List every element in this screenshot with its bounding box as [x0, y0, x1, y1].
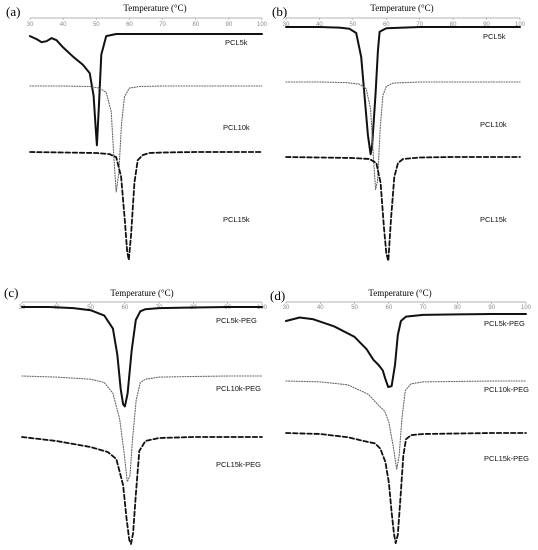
series-line-pcl5k — [285, 26, 521, 156]
curves-c — [21, 306, 263, 545]
x-tick-label: 30 — [283, 305, 290, 311]
series-label-pcl5k: PCL5k — [225, 38, 248, 47]
series-label-pcl5k-peg: PCL5k-PEG — [216, 316, 257, 325]
x-tick-label: 70 — [159, 22, 166, 28]
x-axis-title-d: Temperature (°C) — [368, 288, 431, 298]
series-label-pcl10k-peg: PCL10k-PEG — [484, 385, 529, 394]
x-tick-label: 90 — [224, 305, 231, 311]
x-tick-label: 60 — [386, 305, 393, 311]
series-label-pcl15k-peg: PCL15k-PEG — [216, 460, 261, 469]
x-tick-label: 100 — [257, 305, 268, 311]
x-axis-title-b: Temperature (°C) — [370, 3, 433, 13]
x-tick-label: 80 — [450, 22, 457, 28]
curves-a — [29, 33, 263, 261]
series-line-pcl15k-peg — [21, 436, 263, 545]
x-tick-label: 30 — [283, 22, 290, 28]
x-ticks-b: 30 40 50 60 70 80 90 100 — [283, 18, 526, 28]
x-axis-title-a: Temperature (°C) — [123, 3, 186, 13]
x-tick-label: 60 — [122, 305, 129, 311]
x-tick-label: 90 — [226, 22, 233, 28]
series-line-pcl5k — [29, 33, 263, 147]
series-line-pcl15k-peg — [285, 432, 527, 545]
series-line-pcl10k — [285, 81, 521, 191]
x-tick-label: 30 — [27, 22, 34, 28]
series-label-pcl15k: PCL15k — [223, 215, 250, 224]
series-label-pcl10k: PCL10k — [223, 123, 250, 132]
series-label-pcl10k: PCL10k — [480, 120, 507, 129]
series-line-pcl15k — [285, 156, 521, 262]
x-tick-label: 50 — [351, 305, 358, 311]
panel-tag-a: (a) — [6, 4, 20, 19]
series-label-pcl10k-peg: PCL10k-PEG — [216, 384, 261, 393]
series-line-pcl10k-peg — [285, 380, 527, 470]
curves-b — [285, 26, 521, 262]
series-label-pcl5k-peg: PCL5k-PEG — [484, 319, 525, 328]
x-ticks-a: 30 40 50 60 70 80 90 100 — [27, 18, 268, 28]
series-line-pcl5k-peg — [285, 313, 527, 388]
series-line-pcl5k-peg — [21, 306, 263, 408]
x-tick-label: 100 — [515, 22, 526, 28]
panel-tag-c: (c) — [4, 285, 18, 300]
x-tick-label: 80 — [454, 305, 461, 311]
x-tick-label: 40 — [317, 305, 324, 311]
x-tick-label: 100 — [521, 305, 532, 311]
series-line-pcl15k — [29, 151, 263, 261]
chart-panel-b: (b) Temperature (°C) 30 40 50 60 70 80 90 100 P… — [272, 3, 526, 262]
x-tick-label: 50 — [350, 22, 357, 28]
x-axis-title-c: Temperature (°C) — [110, 288, 173, 298]
x-tick-label: 60 — [126, 22, 133, 28]
x-tick-label: 100 — [257, 22, 268, 28]
panel-tag-b: (b) — [272, 4, 287, 19]
x-tick-label: 40 — [60, 22, 67, 28]
x-tick-label: 90 — [488, 305, 495, 311]
x-tick-label: 90 — [483, 22, 490, 28]
series-line-pcl10k-peg — [21, 375, 263, 483]
chart-panel-a: (a) Temperature (°C) 30 40 50 60 70 80 90 100 P… — [6, 3, 268, 261]
x-tick-label: 40 — [316, 22, 323, 28]
x-tick-label: 60 — [383, 22, 390, 28]
x-tick-label: 50 — [93, 22, 100, 28]
x-tick-label: 70 — [420, 305, 427, 311]
series-line-pcl10k — [29, 85, 263, 193]
curves-d — [285, 313, 527, 545]
x-tick-label: 80 — [192, 22, 199, 28]
chart-panel-d: (d) Temperature (°C) 30 40 50 60 70 80 90 100 P… — [270, 288, 532, 545]
x-ticks-d: 30 40 50 60 70 80 90 100 — [283, 302, 532, 311]
panel-tag-d: (d) — [270, 288, 285, 303]
series-label-pcl5k: PCL5k — [483, 32, 506, 41]
series-label-pcl15k: PCL15k — [480, 215, 507, 224]
x-tick-label: 70 — [416, 22, 423, 28]
x-tick-label: 50 — [87, 305, 94, 311]
series-label-pcl15k-peg: PCL15k-PEG — [484, 454, 529, 463]
